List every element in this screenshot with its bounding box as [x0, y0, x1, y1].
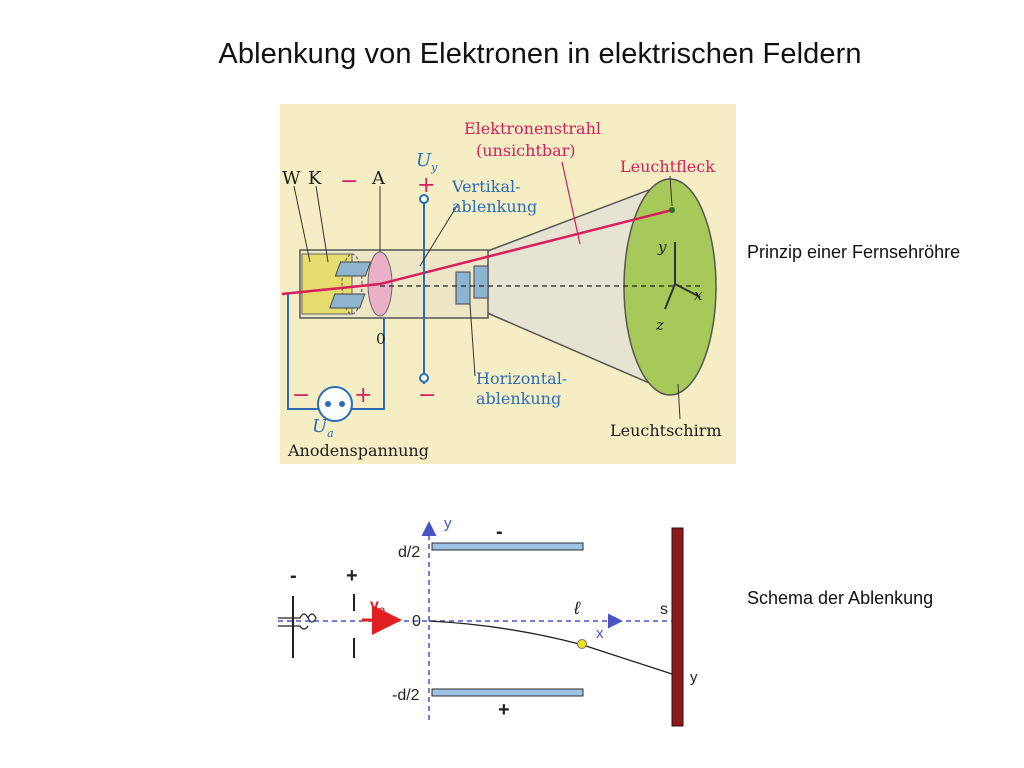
uy-terminal-bottom: [419, 373, 429, 383]
plate-top-sign: -: [496, 521, 503, 543]
screen: [671, 527, 684, 727]
label-horizontal-1: Horizontal-: [476, 369, 567, 388]
label-anode-plus: +: [354, 383, 372, 408]
vertical-plate-bottom: [329, 293, 366, 309]
crt-caption: Prinzip einer Fernsehröhre: [747, 242, 961, 262]
label-ell: ℓ: [573, 598, 581, 618]
label-axis-z: z: [655, 316, 664, 334]
plate-bottom: [431, 688, 584, 697]
uy-terminal-top: [419, 194, 429, 204]
label-minus-top: −: [340, 169, 358, 194]
label-axis-y: y: [657, 238, 667, 256]
label-uy: Uy: [416, 150, 438, 174]
pointer-screen: [677, 383, 681, 420]
plate-bottom-sign: +: [498, 699, 510, 721]
source-plus-sign: +: [346, 565, 358, 587]
label-w: W: [282, 168, 301, 189]
label-horizontal-2: ablenkung: [476, 389, 561, 408]
label-zero: 0: [376, 330, 386, 348]
label-beam: Elektronenstrahl: [464, 119, 601, 138]
light-spot: [669, 207, 675, 213]
label-a: A: [371, 168, 386, 189]
plate-top: [431, 542, 584, 551]
scheme-caption: Schema der Ablenkung: [747, 588, 934, 608]
source-minus-sign: -: [290, 565, 297, 587]
label-plus-uy: +: [417, 173, 435, 198]
horizontal-plate-left: [455, 271, 471, 305]
anode-battery: [317, 386, 353, 422]
label-spot: Leuchtfleck: [620, 157, 715, 176]
wire-left: [287, 294, 318, 410]
label-zero: 0: [412, 613, 421, 630]
pointer-vertical: [419, 203, 459, 267]
label-vertical-1: Vertikal-: [451, 177, 521, 196]
label-k: K: [308, 168, 322, 189]
label-d-top: d/2: [398, 544, 420, 561]
label-minus-uy: −: [418, 383, 436, 408]
electron-trajectory: [428, 620, 673, 675]
label-d-bottom: -d/2: [392, 687, 420, 704]
pointer-k: [315, 185, 329, 263]
filament: [278, 613, 317, 623]
crt-illustration: W K − A Uy + − Elektronenstrahl (unsicht…: [280, 104, 736, 464]
electron-beam-deflected: [379, 208, 673, 286]
pointer-w: [293, 185, 311, 263]
label-v0: vo: [370, 597, 385, 616]
pointer-spot: [669, 175, 673, 207]
horizontal-plate-right: [473, 265, 489, 299]
label-screen: Leuchtschirm: [610, 421, 722, 440]
label-vertical-2: ablenkung: [452, 197, 537, 216]
page-title: Ablenkung von Elektronen in elektrischen…: [218, 38, 862, 70]
vertical-plate-top: [334, 261, 372, 277]
filament-return: [278, 625, 309, 630]
screen-axis-z-line: [664, 283, 676, 310]
wire-right: [352, 318, 385, 410]
label-ys: ys: [690, 669, 698, 688]
label-axis-x: x: [694, 286, 703, 304]
electron-beam-straight: [281, 282, 381, 296]
label-anode-minus: −: [292, 383, 310, 408]
scheme-label-y: y: [444, 515, 452, 532]
label-s: s: [660, 601, 668, 618]
electron-particle: [577, 639, 587, 649]
pointer-horizontal: [469, 303, 476, 377]
battery-terminal-right: [339, 401, 345, 407]
label-anode-voltage: Anodenspannung: [287, 441, 429, 460]
battery-terminal-left: [325, 401, 331, 407]
deflection-schema: y x - + d/2 0 -d/2 vo ℓ s ys - +: [278, 515, 698, 727]
pointer-beam: [561, 161, 581, 245]
scheme-label-x: x: [596, 625, 604, 642]
label-beam-note: (unsichtbar): [476, 141, 576, 160]
cathode-end: [341, 253, 363, 315]
screen-axis-x-line: [674, 283, 701, 298]
label-ua: Ua: [312, 416, 334, 440]
